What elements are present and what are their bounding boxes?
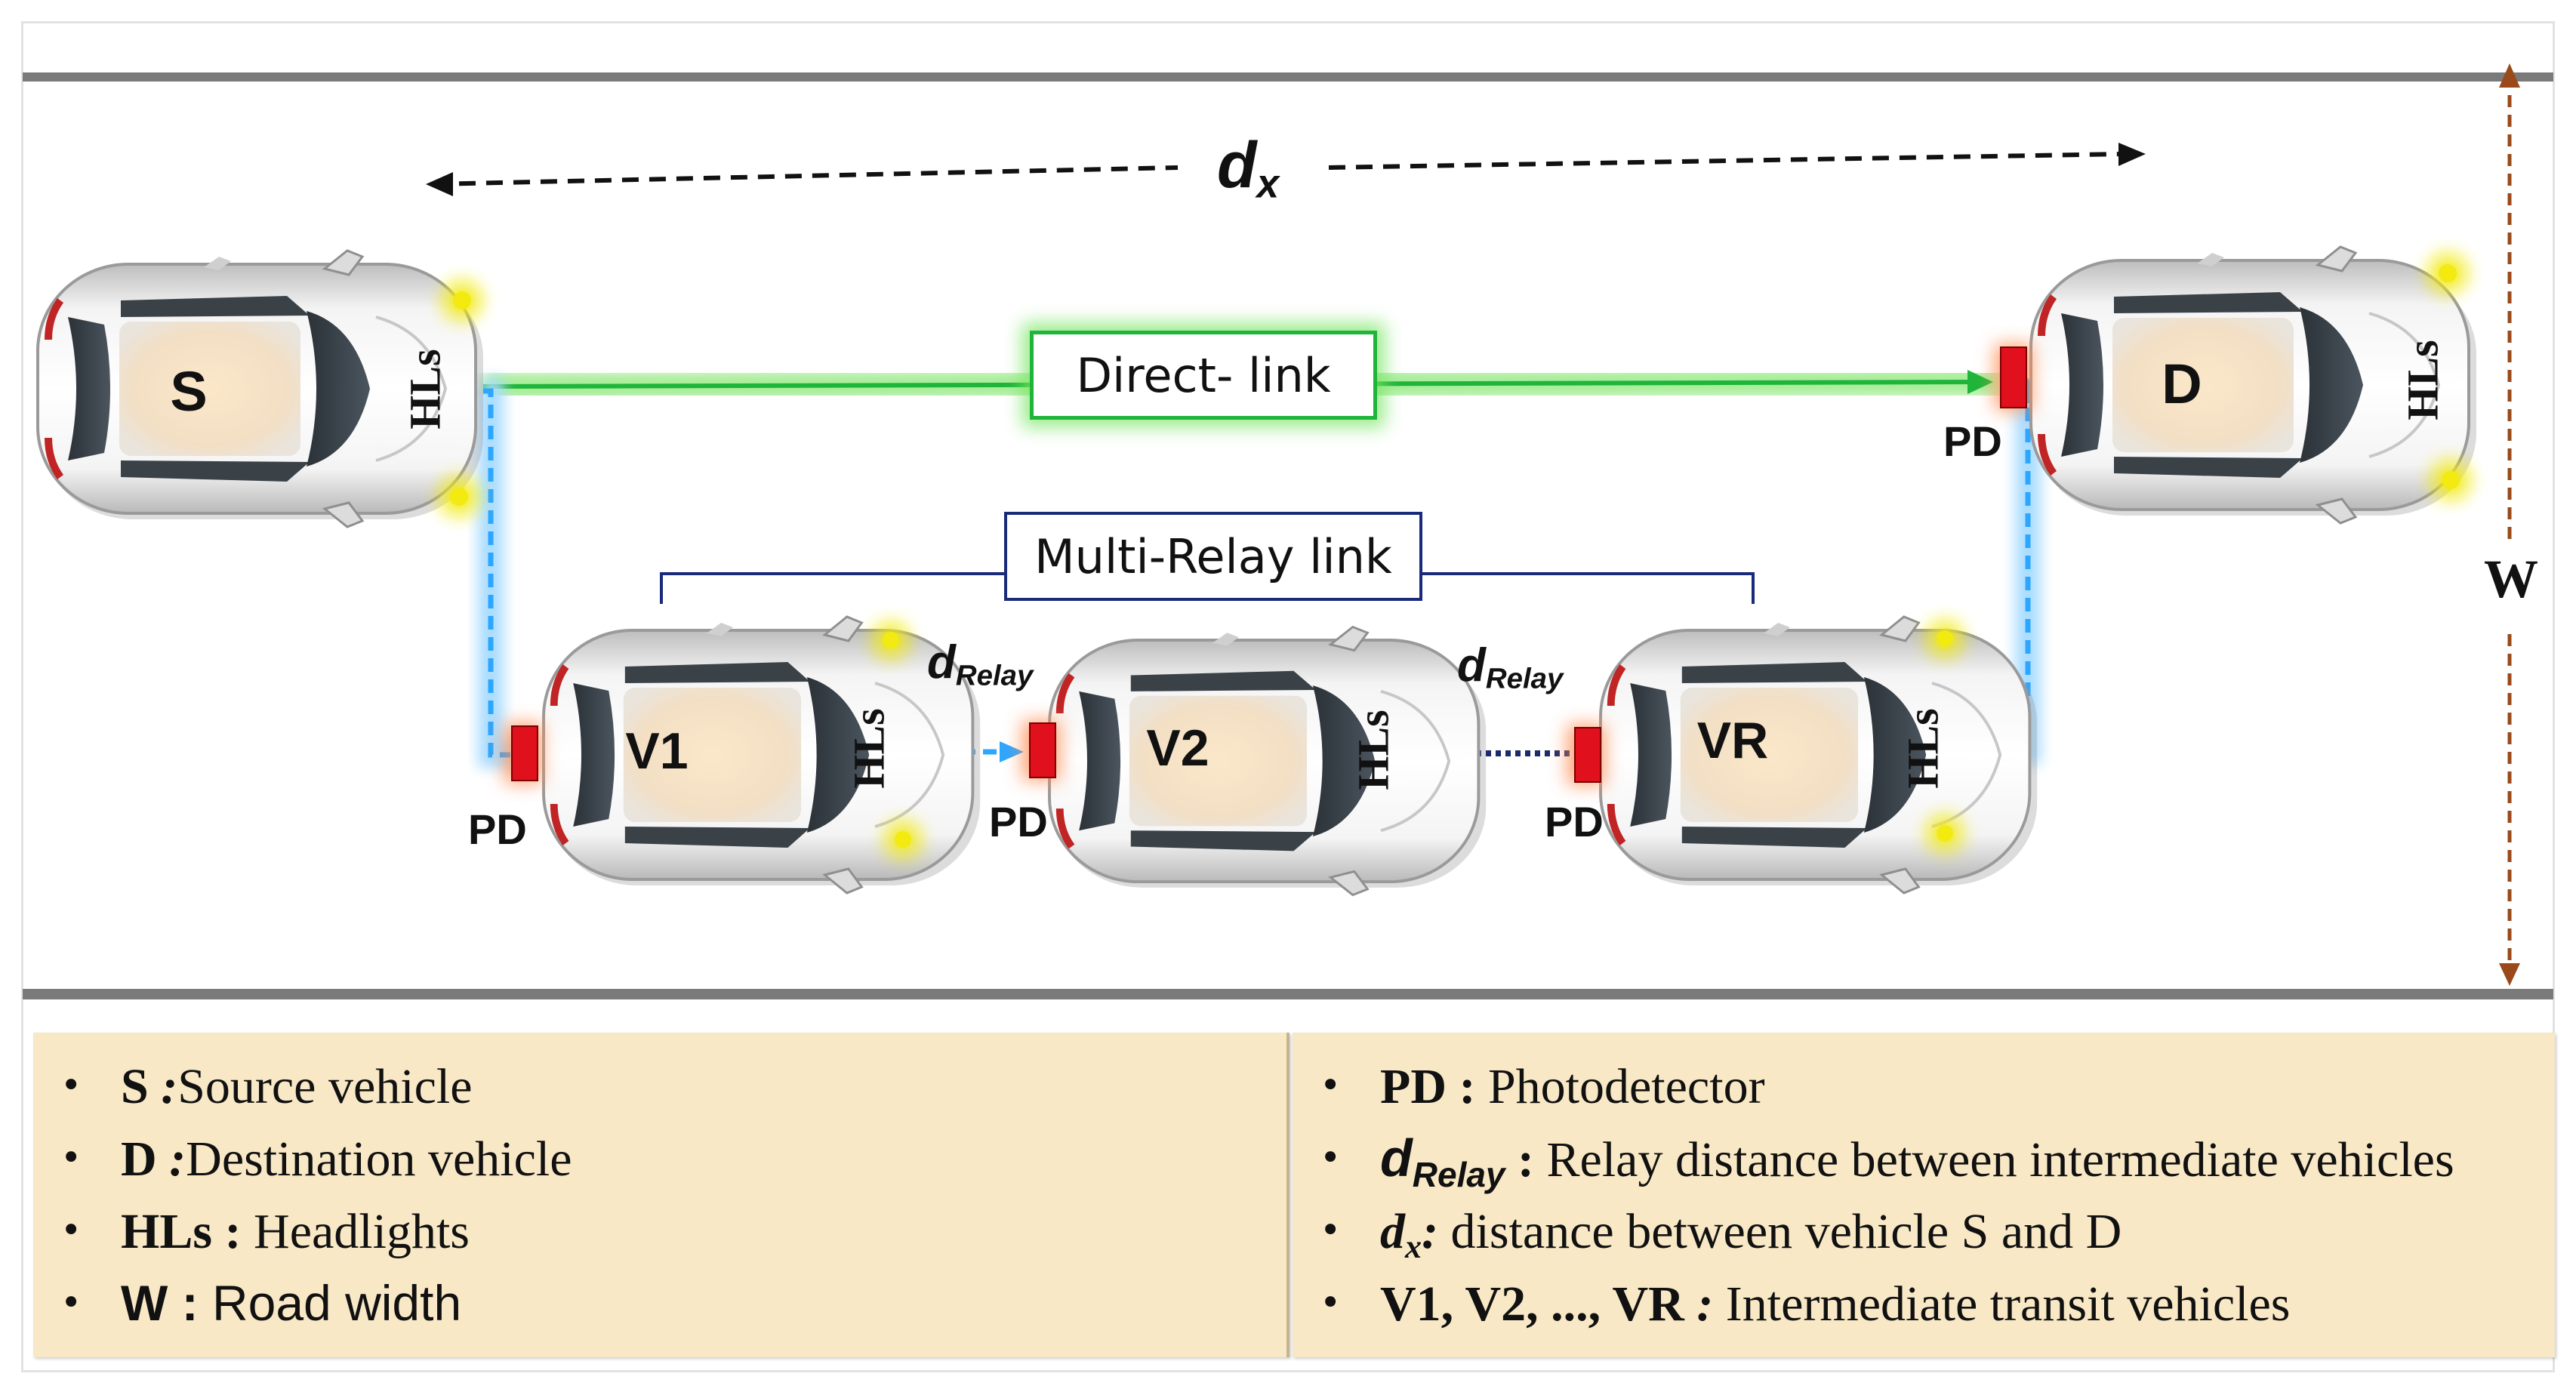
legend-sep: : xyxy=(1505,1132,1547,1187)
car-vr xyxy=(1601,617,2037,893)
legend-key-sub: x xyxy=(1405,1228,1422,1266)
road-bottom-edge xyxy=(23,989,2553,999)
legend-key: W xyxy=(121,1275,168,1331)
legend-right: • PD : Photodetector • dRelay : Relay dist… xyxy=(1293,1033,2555,1357)
legend-key: d xyxy=(1380,1204,1405,1259)
legend-item-distance: • dx: distance between vehicle S and D xyxy=(1293,1194,2555,1267)
d-relay-subscript: Relay xyxy=(955,659,1034,692)
hls-label-vr: HLs xyxy=(1898,708,1948,789)
hls-label-v2: HLs xyxy=(1348,710,1398,790)
dx-label: dx xyxy=(1217,128,1279,207)
legend-sep: : xyxy=(168,1275,212,1331)
multi-relay-label: Multi-Relay link xyxy=(1004,512,1422,601)
legend-item-transit-vehicles: • V1, V2, ..., VR : Intermediate transit … xyxy=(1293,1267,2555,1339)
d-relay-label-1: dRelay xyxy=(927,636,1033,693)
legend-key-sub: Relay xyxy=(1412,1154,1505,1194)
dx-arrow xyxy=(426,143,2146,196)
car-v2 xyxy=(1049,627,1486,895)
vehicle-label-source: S xyxy=(170,360,208,423)
d-relay-symbol: d xyxy=(1457,639,1486,691)
legend-text: Relay distance between intermediate vehi… xyxy=(1546,1132,2454,1187)
figure-border xyxy=(21,21,2555,1372)
legend-key: HLs xyxy=(121,1204,213,1259)
bullet-icon: • xyxy=(60,1137,82,1179)
direct-link-label: Direct- link xyxy=(1030,331,1377,420)
legend-key: S xyxy=(121,1059,149,1114)
legend-item-headlights: • HLs : Headlights xyxy=(33,1194,1286,1267)
legend-text: Source vehicle xyxy=(177,1059,473,1114)
legend-key: d xyxy=(1380,1129,1413,1187)
d-relay-label-2: dRelay xyxy=(1457,639,1563,696)
dx-symbol: d xyxy=(1217,129,1257,202)
road-width-label: W xyxy=(2484,549,2538,609)
legend-sep: : xyxy=(1446,1059,1488,1114)
legend-text: Headlights xyxy=(254,1204,470,1259)
pd-label-v1: PD xyxy=(468,805,527,853)
pd-label-vr: PD xyxy=(1545,798,1604,845)
hls-label-destination: HLs xyxy=(2398,340,2448,420)
bullet-icon: • xyxy=(60,1209,82,1252)
hls-label-v1: HLs xyxy=(844,708,894,789)
legend-key: V1, V2, ..., VR xyxy=(1380,1276,1684,1332)
legend-text: Destination vehicle xyxy=(186,1132,572,1187)
road-width-arrow xyxy=(2499,63,2520,986)
vehicle-label-v2: V2 xyxy=(1146,719,1209,777)
d-relay-symbol: d xyxy=(927,636,956,688)
vehicle-label-v1: V1 xyxy=(625,722,689,780)
legend-sep: : xyxy=(212,1204,254,1259)
legend-text: distance between vehicle S and D xyxy=(1450,1204,2122,1259)
legend-item-source: • S :Source vehicle xyxy=(33,1049,1286,1122)
legend-text: Road width xyxy=(211,1275,462,1331)
legend-text: Photodetector xyxy=(1487,1059,1765,1114)
legend-sep: : xyxy=(156,1132,186,1187)
legend-item-destination: • D :Destination vehicle xyxy=(33,1122,1286,1194)
legend-sep: : xyxy=(1422,1204,1451,1259)
legend-sep: : xyxy=(148,1059,178,1114)
legend-item-width: • W : Road width xyxy=(33,1267,1286,1339)
legend-left: •S :Source vehicle •D :Destination vehic… xyxy=(33,1033,1290,1357)
legend-item-relay-distance: • dRelay : Relay distance between interme… xyxy=(1293,1122,2555,1194)
bullet-icon: • xyxy=(1320,1137,1342,1179)
legend-text: Intermediate transit vehicles xyxy=(1725,1276,2291,1332)
bullet-icon: • xyxy=(1320,1064,1342,1107)
bullet-icon: • xyxy=(60,1282,82,1324)
legend-key: PD xyxy=(1380,1059,1447,1114)
dx-subscript: x xyxy=(1256,162,1280,207)
photodetectors xyxy=(504,344,2032,785)
legend-sep: : xyxy=(1684,1276,1726,1332)
pd-label-v2: PD xyxy=(989,798,1048,845)
d-relay-subscript: Relay xyxy=(1485,662,1564,695)
vehicle-label-destination: D xyxy=(2162,353,2202,415)
road-top-edge xyxy=(23,72,2553,82)
legend-item-photodetector: • PD : Photodetector xyxy=(1293,1049,2555,1122)
legend-key: D xyxy=(121,1132,157,1187)
vehicle-label-vr: VR xyxy=(1696,712,1769,769)
bullet-icon: • xyxy=(60,1064,82,1107)
hls-label-source: HLs xyxy=(400,349,450,430)
pd-label-destination: PD xyxy=(1943,417,2002,465)
bullet-icon: • xyxy=(1320,1282,1342,1324)
headlights xyxy=(439,254,2470,858)
bullet-icon: • xyxy=(1320,1209,1342,1252)
